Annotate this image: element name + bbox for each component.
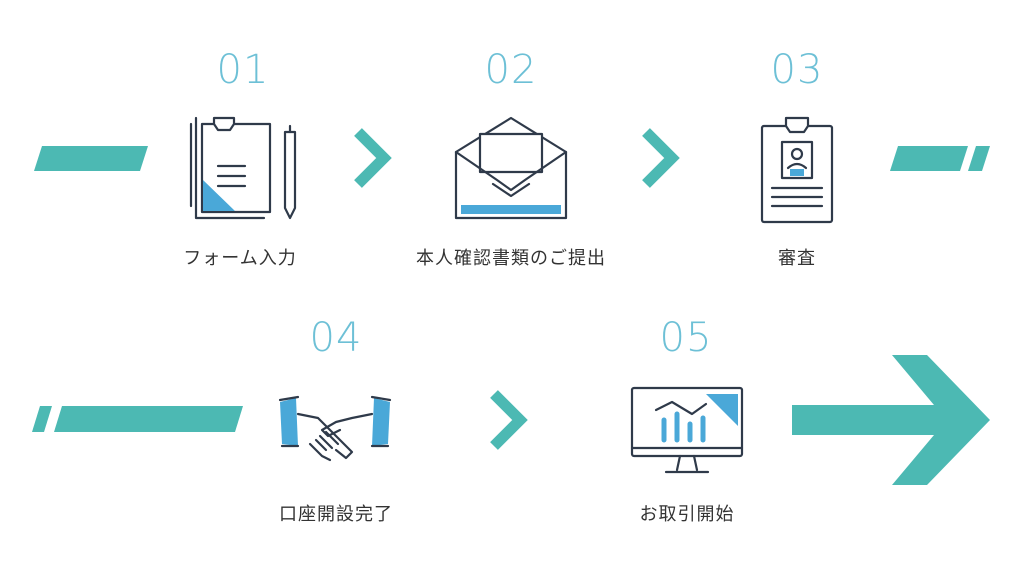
step-number-05: 05 [659,315,713,361]
step-label-trading-start: お取引開始 [639,504,735,525]
handshake-icon [278,395,392,462]
slanted-bar-right-row1-b [968,146,990,171]
step-label-id-submission: 本人確認書類のご提出 [416,248,606,269]
chevron-right-icon-3 [490,390,528,450]
monitor-chart-icon [630,386,744,474]
step-number-04: 04 [309,315,363,361]
big-arrow-right-icon [792,355,990,485]
step-number-01: 01 [216,47,270,93]
envelope-document-icon [454,116,568,220]
chevron-right-icon-2 [642,128,680,188]
slanted-bar-right-row1-a [890,146,968,171]
step-label-form-input: フォーム入力 [183,248,297,269]
step-label-review: 審査 [778,248,816,269]
step-number-03: 03 [770,47,824,93]
step-number-02: 02 [484,47,538,93]
form-clipboard-pen-icon [189,116,297,220]
chevron-right-icon-1 [354,128,392,188]
step-label-account-opened: 口座開設完了 [279,504,393,525]
slanted-bar-left-row2-b [54,406,243,432]
slanted-bar-left-row2-a [32,406,52,432]
slanted-bar-left-row1 [34,146,148,171]
id-badge-clipboard-icon [760,116,834,224]
